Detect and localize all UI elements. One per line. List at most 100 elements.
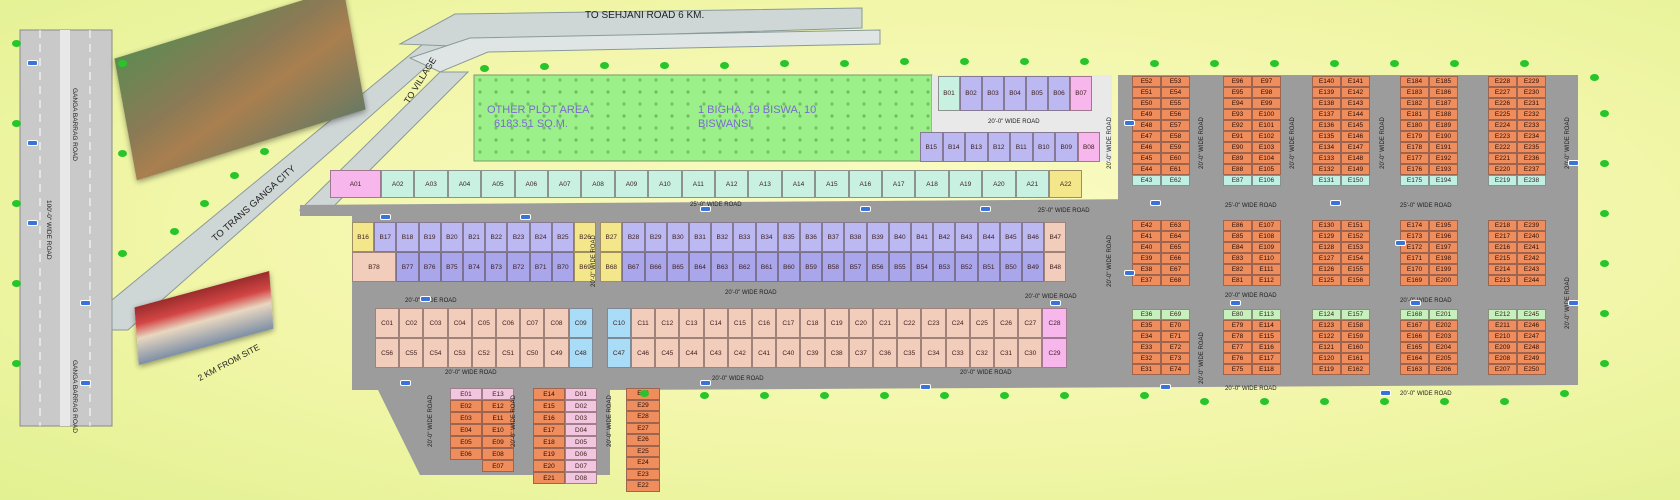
plot-e152[interactable]: E152 bbox=[1341, 231, 1370, 242]
plot-b38[interactable]: B38 bbox=[844, 222, 867, 252]
plot-b33[interactable]: B33 bbox=[733, 222, 756, 252]
plot-e223[interactable]: E223 bbox=[1488, 131, 1517, 142]
plot-b35[interactable]: B35 bbox=[777, 222, 800, 252]
plot-d04[interactable]: D04 bbox=[565, 424, 597, 436]
plot-b28[interactable]: B28 bbox=[622, 222, 645, 252]
plot-b36[interactable]: B36 bbox=[800, 222, 823, 252]
plot-e42[interactable]: E42 bbox=[1132, 220, 1161, 231]
plot-e105[interactable]: E105 bbox=[1252, 164, 1281, 175]
plot-b63[interactable]: B63 bbox=[711, 252, 734, 282]
plot-c27[interactable]: C27 bbox=[1018, 308, 1043, 338]
plot-e153[interactable]: E153 bbox=[1341, 242, 1370, 253]
plot-e112[interactable]: E112 bbox=[1252, 275, 1281, 286]
plot-c18[interactable]: C18 bbox=[800, 308, 825, 338]
plot-e184[interactable]: E184 bbox=[1400, 76, 1429, 87]
plot-e54[interactable]: E54 bbox=[1161, 87, 1190, 98]
plot-d07[interactable]: D07 bbox=[565, 460, 597, 472]
plot-c47[interactable]: C47 bbox=[606, 338, 631, 368]
plot-e222[interactable]: E222 bbox=[1488, 142, 1517, 153]
plot-e111[interactable]: E111 bbox=[1252, 264, 1281, 275]
plot-e205[interactable]: E205 bbox=[1429, 353, 1458, 364]
plot-e32[interactable]: E32 bbox=[1132, 353, 1161, 364]
plot-e192[interactable]: E192 bbox=[1429, 153, 1458, 164]
plot-e29[interactable]: E29 bbox=[626, 399, 660, 411]
plot-a11[interactable]: A11 bbox=[681, 170, 715, 198]
plot-e11[interactable]: E11 bbox=[482, 412, 514, 424]
plot-a13[interactable]: A13 bbox=[748, 170, 782, 198]
plot-a10[interactable]: A10 bbox=[648, 170, 682, 198]
plot-e02[interactable]: E02 bbox=[450, 400, 482, 412]
plot-e101[interactable]: E101 bbox=[1252, 120, 1281, 131]
plot-e240[interactable]: E240 bbox=[1517, 231, 1546, 242]
plot-e212[interactable]: E212 bbox=[1488, 309, 1517, 320]
plot-e04[interactable]: E04 bbox=[450, 424, 482, 436]
plot-b75[interactable]: B75 bbox=[440, 252, 463, 282]
plot-e145[interactable]: E145 bbox=[1341, 120, 1370, 131]
plot-e19[interactable]: E19 bbox=[533, 448, 565, 460]
plot-e114[interactable]: E114 bbox=[1252, 320, 1281, 331]
plot-d03[interactable]: D03 bbox=[565, 412, 597, 424]
plot-e220[interactable]: E220 bbox=[1488, 164, 1517, 175]
plot-c32[interactable]: C32 bbox=[969, 338, 994, 368]
plot-e200[interactable]: E200 bbox=[1429, 275, 1458, 286]
plot-e99[interactable]: E99 bbox=[1252, 98, 1281, 109]
plot-e28[interactable]: E28 bbox=[626, 411, 660, 423]
plot-c40[interactable]: C40 bbox=[776, 338, 801, 368]
plot-b56[interactable]: B56 bbox=[866, 252, 889, 282]
plot-b58[interactable]: B58 bbox=[822, 252, 845, 282]
plot-e137[interactable]: E137 bbox=[1312, 109, 1341, 120]
plot-b12[interactable]: B12 bbox=[987, 132, 1010, 162]
plot-c16[interactable]: C16 bbox=[752, 308, 777, 338]
plot-e182[interactable]: E182 bbox=[1400, 98, 1429, 109]
plot-e134[interactable]: E134 bbox=[1312, 142, 1341, 153]
plot-e63[interactable]: E63 bbox=[1161, 220, 1190, 231]
plot-b26[interactable]: B26 bbox=[574, 222, 597, 252]
plot-e139[interactable]: E139 bbox=[1312, 87, 1341, 98]
plot-e48[interactable]: E48 bbox=[1132, 120, 1161, 131]
plot-e92[interactable]: E92 bbox=[1223, 120, 1252, 131]
plot-e162[interactable]: E162 bbox=[1341, 364, 1370, 375]
plot-c54[interactable]: C54 bbox=[423, 338, 448, 368]
plot-e172[interactable]: E172 bbox=[1400, 242, 1429, 253]
plot-e77[interactable]: E77 bbox=[1223, 342, 1252, 353]
plot-e14[interactable]: E14 bbox=[533, 388, 565, 400]
plot-b47[interactable]: B47 bbox=[1044, 222, 1067, 252]
plot-b24[interactable]: B24 bbox=[529, 222, 552, 252]
plot-b49[interactable]: B49 bbox=[1022, 252, 1045, 282]
plot-e73[interactable]: E73 bbox=[1161, 353, 1190, 364]
plot-e118[interactable]: E118 bbox=[1252, 364, 1281, 375]
plot-e171[interactable]: E171 bbox=[1400, 253, 1429, 264]
plot-e147[interactable]: E147 bbox=[1341, 142, 1370, 153]
plot-c03[interactable]: C03 bbox=[423, 308, 448, 338]
plot-e80[interactable]: E80 bbox=[1223, 309, 1252, 320]
plot-b21[interactable]: B21 bbox=[463, 222, 486, 252]
plot-c53[interactable]: C53 bbox=[447, 338, 472, 368]
plot-e104[interactable]: E104 bbox=[1252, 153, 1281, 164]
plot-e127[interactable]: E127 bbox=[1312, 253, 1341, 264]
plot-b40[interactable]: B40 bbox=[888, 222, 911, 252]
plot-e138[interactable]: E138 bbox=[1312, 98, 1341, 109]
plot-e68[interactable]: E68 bbox=[1161, 275, 1190, 286]
plot-b62[interactable]: B62 bbox=[733, 252, 756, 282]
plot-c20[interactable]: C20 bbox=[848, 308, 873, 338]
plot-e198[interactable]: E198 bbox=[1429, 253, 1458, 264]
plot-e168[interactable]: E168 bbox=[1400, 309, 1429, 320]
plot-e66[interactable]: E66 bbox=[1161, 253, 1190, 264]
plot-e213[interactable]: E213 bbox=[1488, 275, 1517, 286]
plot-c42[interactable]: C42 bbox=[727, 338, 752, 368]
plot-e69[interactable]: E69 bbox=[1161, 309, 1190, 320]
plot-e17[interactable]: E17 bbox=[533, 424, 565, 436]
plot-b71[interactable]: B71 bbox=[529, 252, 552, 282]
plot-e08[interactable]: E08 bbox=[482, 448, 514, 460]
plot-b34[interactable]: B34 bbox=[755, 222, 778, 252]
plot-e97[interactable]: E97 bbox=[1252, 76, 1281, 87]
plot-c51[interactable]: C51 bbox=[496, 338, 521, 368]
plot-d05[interactable]: D05 bbox=[565, 436, 597, 448]
plot-e10[interactable]: E10 bbox=[482, 424, 514, 436]
plot-e165[interactable]: E165 bbox=[1400, 342, 1429, 353]
plot-b32[interactable]: B32 bbox=[711, 222, 734, 252]
plot-e05[interactable]: E05 bbox=[450, 436, 482, 448]
plot-b45[interactable]: B45 bbox=[999, 222, 1022, 252]
plot-c10[interactable]: C10 bbox=[606, 308, 631, 338]
plot-b25[interactable]: B25 bbox=[551, 222, 574, 252]
